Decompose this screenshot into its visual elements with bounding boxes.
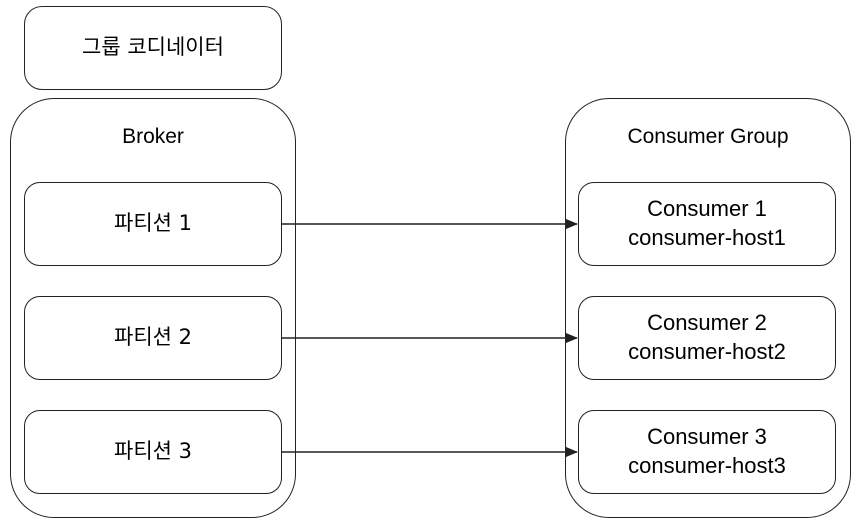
consumer-3-host: consumer-host3	[628, 453, 786, 478]
partition-3-label: 파티션 3	[114, 439, 192, 464]
consumer-2-host: consumer-host2	[628, 339, 786, 364]
consumer-2-name: Consumer 2	[647, 310, 767, 336]
consumer-3-box: Consumer 3 consumer-host3	[578, 410, 836, 494]
consumer-group-title: Consumer Group	[627, 125, 789, 148]
partition-2-label: 파티션 2	[114, 325, 192, 350]
partition-2-box: 파티션 2	[24, 296, 282, 380]
partition-3-box: 파티션 3	[24, 410, 282, 494]
consumer-1-box: Consumer 1 consumer-host1	[578, 182, 836, 266]
group-coordinator-box: 그룹 코디네이터	[24, 6, 282, 90]
consumer-2-box: Consumer 2 consumer-host2	[578, 296, 836, 380]
consumer-1-host: consumer-host1	[628, 225, 786, 250]
group-coordinator-label: 그룹 코디네이터	[82, 35, 224, 60]
partition-1-box: 파티션 1	[24, 182, 282, 266]
partition-1-label: 파티션 1	[114, 211, 192, 236]
consumer-1-name: Consumer 1	[647, 196, 767, 222]
consumer-3-name: Consumer 3	[647, 424, 767, 450]
broker-title: Broker	[122, 125, 184, 148]
